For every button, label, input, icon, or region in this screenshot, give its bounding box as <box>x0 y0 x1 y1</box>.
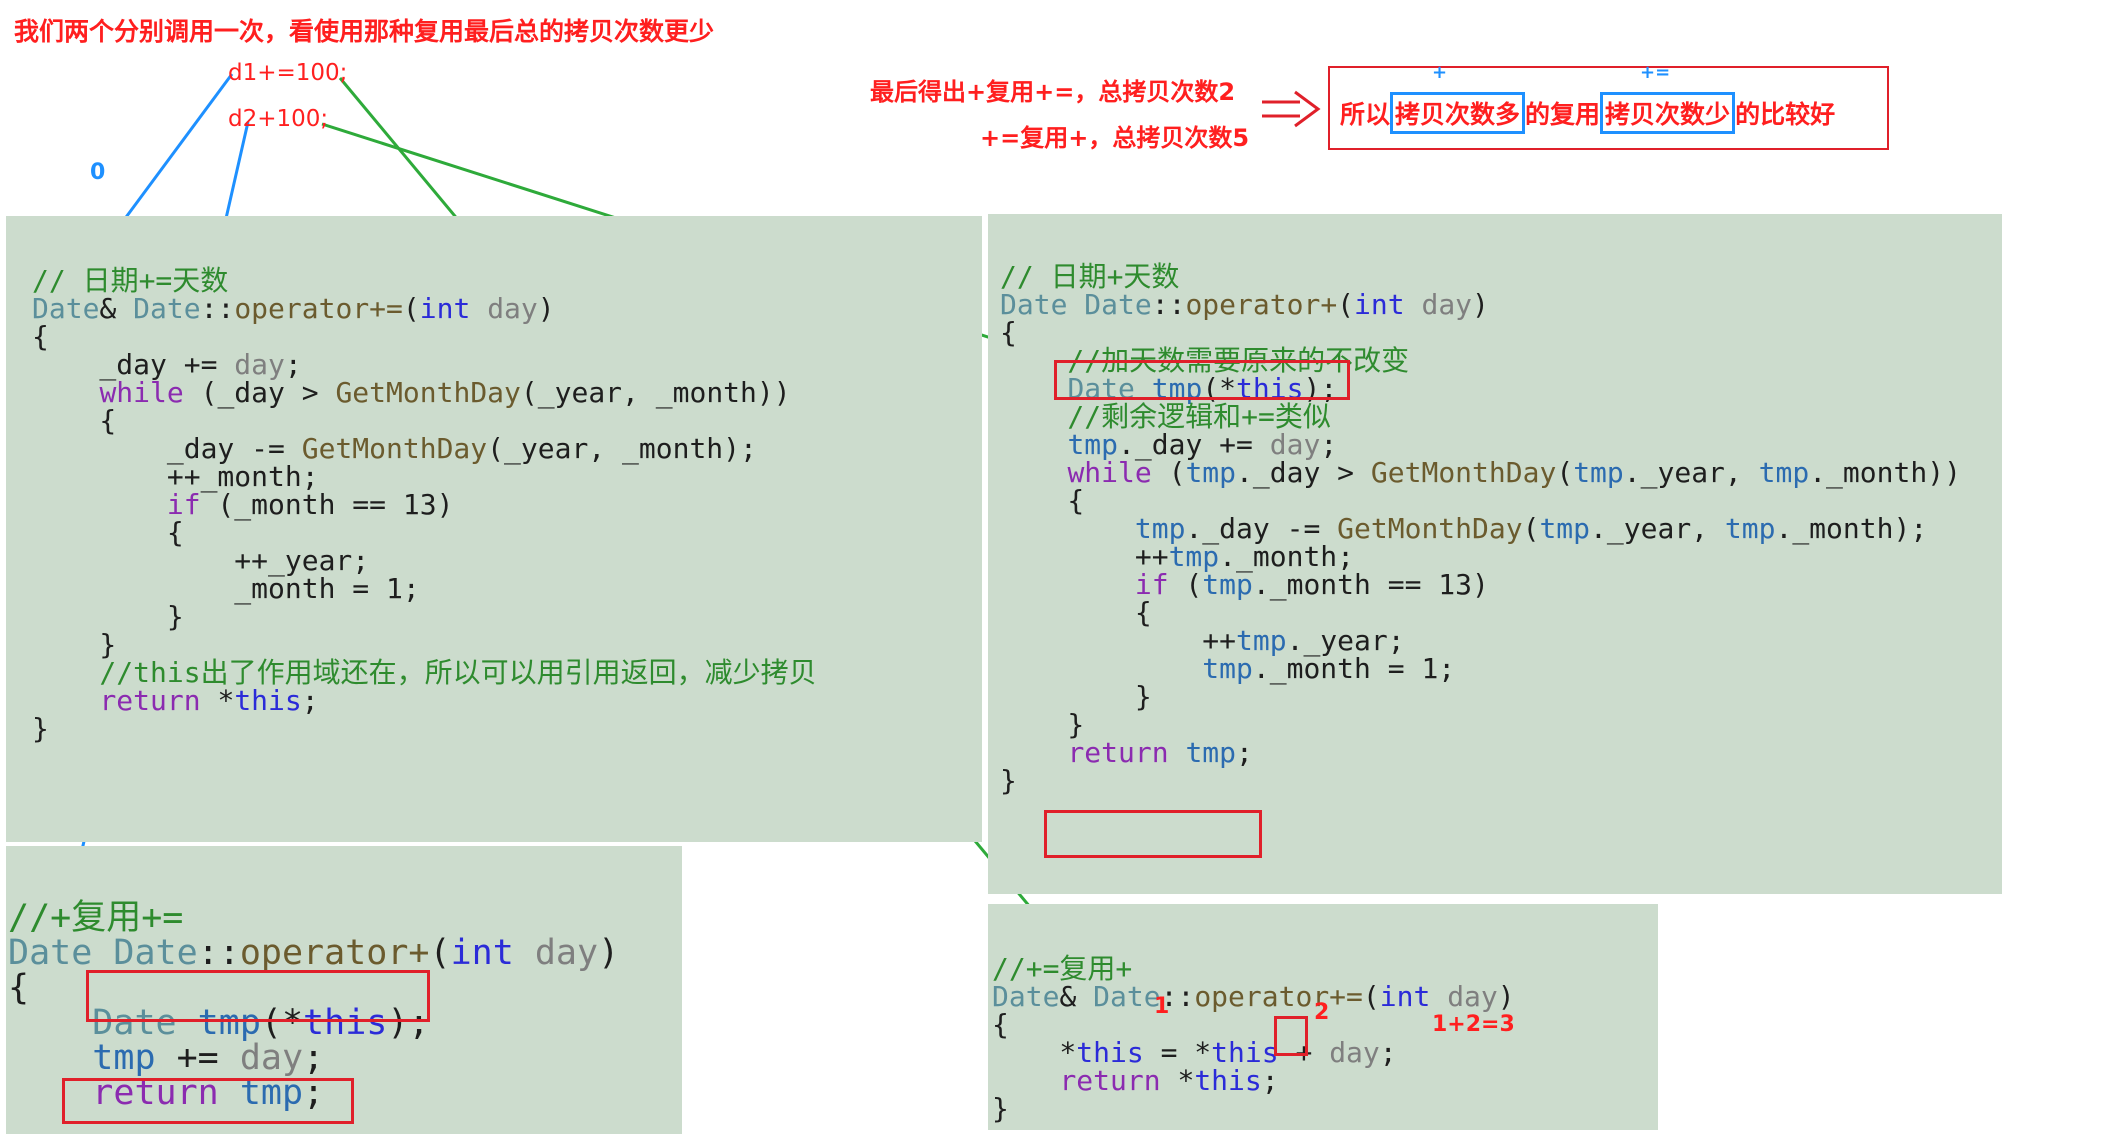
panel-pluseq-reuse-plus: //+=复用+Date& Date::operator+=(int day){ … <box>988 904 1658 1130</box>
highlight-plus-operator <box>1274 1016 1308 1056</box>
code-line: return *this; <box>1059 1064 1279 1097</box>
summary-box1: 拷贝次数多 <box>1390 92 1526 134</box>
result-line-2: +=复用+，总拷贝次数5 <box>980 124 1250 152</box>
label-blue-0: 0 <box>90 160 106 185</box>
summary-label-plus: + <box>1432 62 1448 83</box>
code-plus-reuse-pluseq: //+复用+=Date Date::operator+(int day){ Da… <box>8 848 619 1134</box>
summary-box <box>1328 66 1889 150</box>
code-line: Date& Date::operator+=(int day) <box>992 980 1515 1013</box>
summary-pre: 所以 <box>1340 100 1391 129</box>
code-line: } <box>32 712 49 745</box>
annotation-2: 2 <box>1314 1000 1330 1025</box>
code-line: Date tmp(*this); <box>92 1003 430 1043</box>
annotation-1: 1 <box>1154 994 1170 1019</box>
highlight-return-tmp-reuse <box>62 1078 354 1124</box>
code-line: ++tmp._year; <box>1000 624 1405 657</box>
code-line: Date& Date::operator+=(int day) <box>32 292 555 325</box>
code-line: } <box>992 1092 1009 1125</box>
code-line: { <box>8 968 30 1008</box>
summary-label-pluseq: += <box>1640 62 1671 83</box>
code-line: return *this; <box>99 684 319 717</box>
summary-mid: 的复用 <box>1525 100 1601 129</box>
code-line: } <box>32 600 184 633</box>
code-line: while (tmp._day > GetMonthDay(tmp._year,… <box>1067 456 1961 489</box>
code-line: //+=复用+ <box>992 952 1133 985</box>
result-line-1: 最后得出+复用+=，总拷贝次数2 <box>870 78 1236 106</box>
code-line: { <box>32 516 184 549</box>
code-line: { <box>992 1008 1009 1041</box>
code-line: _day -= GetMonthDay(_year, _month); <box>32 432 757 465</box>
annotation-sum: 1+2=3 <box>1432 1012 1515 1037</box>
code-line: } <box>1000 708 1085 741</box>
blue-line-call1 <box>116 73 234 229</box>
code-line: } <box>32 628 117 661</box>
code-line: tmp._day -= GetMonthDay(tmp._year, tmp._… <box>1134 512 1928 545</box>
code-line: _month = 1; <box>32 572 420 605</box>
red-arrow-icon <box>1262 90 1321 128</box>
header-note: 我们两个分别调用一次，看使用那种复用最后总的拷贝次数更少 <box>14 17 715 46</box>
highlight-tmp-copy <box>1054 360 1350 400</box>
code-line: _day += day; <box>32 348 302 381</box>
code-line: //this出了作用域还在，所以可以用引用返回，减少拷贝 <box>32 656 817 689</box>
code-pluseq-reuse-plus: //+=复用+Date& Date::operator+=(int day){ … <box>992 916 1515 1130</box>
code-line: *this = *this + day; <box>992 1036 1397 1069</box>
code-line: tmp += day; <box>92 1038 325 1078</box>
code-line: { <box>1000 316 1017 349</box>
code-line: while (_day > GetMonthDay(_year, _month)… <box>99 376 791 409</box>
summary-box2: 拷贝次数少 <box>1600 92 1736 134</box>
highlight-return-tmp <box>1044 810 1262 858</box>
code-line: } <box>1000 764 1017 797</box>
code-line: tmp._day += day; <box>1067 428 1338 461</box>
code-line: tmp._month = 1; <box>1202 652 1456 685</box>
code-line: { <box>32 404 117 437</box>
code-line: //剩余逻辑和+=类似 <box>1000 400 1331 433</box>
panel-plus-reuse-pluseq: //+复用+=Date Date::operator+(int day){ Da… <box>6 846 682 1134</box>
code-line: } <box>1000 680 1152 713</box>
highlight-tmp-copy-reuse <box>86 970 430 1022</box>
code-line: if (tmp._month == 13) <box>1134 568 1489 601</box>
code-line: //+复用+= <box>8 898 184 938</box>
summary-text: 所以拷贝次数多的复用拷贝次数少的比较好 <box>1340 92 1835 134</box>
code-line: // 日期+天数 <box>1000 260 1180 293</box>
summary-post: 的比较好 <box>1735 100 1836 129</box>
call-d2: d2+100; <box>228 106 329 132</box>
code-line: if (_month == 13) <box>166 488 454 521</box>
code-line: { <box>1000 484 1085 517</box>
code-line: ++_year; <box>32 544 370 577</box>
call-d1: d1+=100; <box>228 60 348 86</box>
code-line: // 日期+=天数 <box>32 264 229 297</box>
code-line: return tmp; <box>1067 736 1253 769</box>
code-line: Date Date::operator+(int day) <box>1000 288 1489 321</box>
code-line: { <box>32 320 49 353</box>
code-line: { <box>1000 596 1152 629</box>
code-line: Date Date::operator+(int day) <box>8 933 620 973</box>
